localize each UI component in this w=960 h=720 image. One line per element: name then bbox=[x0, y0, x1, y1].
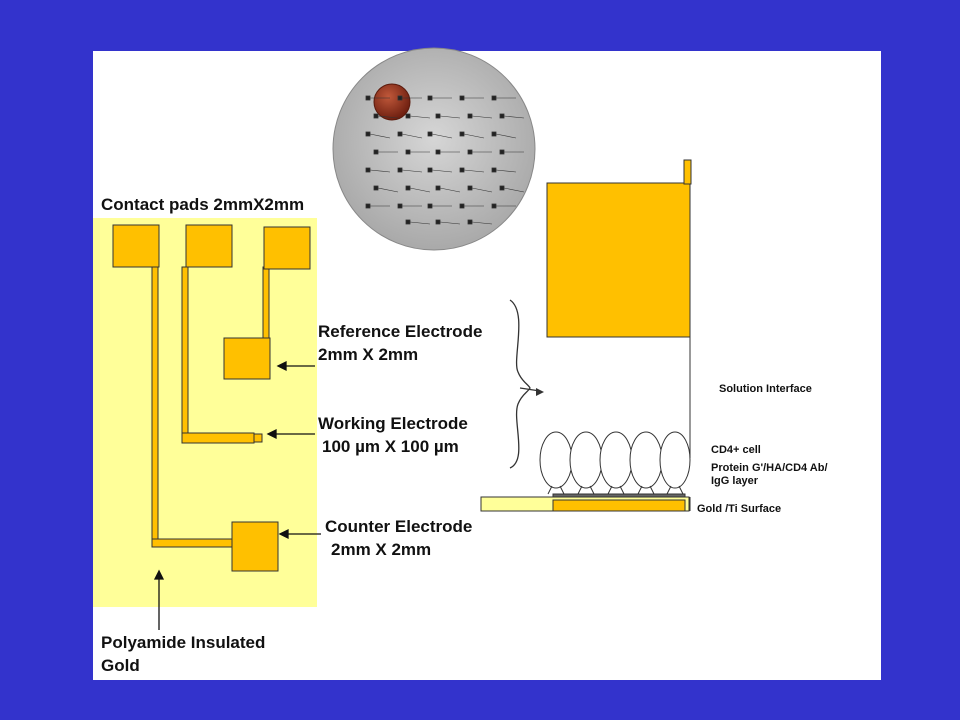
arrows bbox=[153, 360, 321, 630]
wafer-trace bbox=[503, 187, 525, 193]
wafer-trace bbox=[463, 169, 485, 173]
wafer-pad bbox=[427, 95, 433, 101]
wafer-pad bbox=[499, 185, 505, 191]
wafer-pad bbox=[467, 113, 473, 119]
wafer-trace bbox=[471, 187, 493, 193]
wafer-pad bbox=[435, 219, 441, 225]
contact-pad-3 bbox=[263, 226, 311, 270]
penny-icon bbox=[373, 83, 411, 121]
wafer-pad bbox=[435, 149, 441, 155]
polyamide-label: Polyamide Insulated bbox=[101, 633, 266, 652]
counter-electrode-size: 2mm X 2mm bbox=[331, 540, 432, 559]
wafer-trace bbox=[369, 169, 391, 173]
counter-electrode-label: Counter Electrode bbox=[325, 517, 473, 536]
working-electrode-label: Working Electrode bbox=[318, 414, 468, 433]
wafer-trace bbox=[431, 169, 453, 173]
wafer-disc bbox=[332, 47, 536, 251]
wafer-trace bbox=[409, 187, 431, 193]
wafer-pad bbox=[491, 167, 497, 173]
wafer-trace bbox=[439, 187, 461, 193]
working-electrode bbox=[253, 433, 263, 443]
wafer-pad bbox=[427, 167, 433, 173]
wafer-pad bbox=[365, 167, 371, 173]
wafer-trace bbox=[377, 115, 399, 119]
wafer-pad bbox=[435, 113, 441, 119]
wafer-pad bbox=[459, 131, 465, 137]
wafer-trace bbox=[471, 221, 493, 225]
side-top-gold-block bbox=[546, 182, 691, 338]
wafer-pad bbox=[435, 185, 441, 191]
wafer-trace bbox=[463, 133, 485, 139]
side-view-diagram bbox=[480, 159, 692, 512]
cd4-cells bbox=[539, 431, 691, 489]
wafer-pad bbox=[405, 149, 411, 155]
wafer-pad bbox=[365, 95, 371, 101]
contact-pad-1 bbox=[112, 224, 160, 268]
wafer-trace bbox=[471, 115, 493, 119]
wafer-pad bbox=[459, 95, 465, 101]
side-top-tab bbox=[683, 159, 692, 185]
wafer-pad bbox=[499, 149, 505, 155]
wafer-pad bbox=[491, 131, 497, 137]
wafer-trace bbox=[439, 115, 461, 119]
wafer-pad bbox=[405, 219, 411, 225]
wafer-pad bbox=[491, 203, 497, 209]
reference-electrode-size: 2mm X 2mm bbox=[318, 345, 419, 364]
wafer-pad bbox=[467, 219, 473, 225]
antibody-stems bbox=[547, 485, 684, 495]
wafer-trace bbox=[409, 115, 431, 119]
contact-pad-2 bbox=[185, 224, 233, 268]
wafer-trace bbox=[431, 133, 453, 139]
wafer-trace bbox=[495, 133, 517, 139]
reference-electrode-label: Reference Electrode bbox=[318, 322, 483, 341]
wafer-pad bbox=[499, 113, 505, 119]
counter-electrode bbox=[231, 521, 279, 572]
wafer-photo bbox=[332, 47, 536, 251]
wafer-pad bbox=[467, 185, 473, 191]
wafer-trace bbox=[495, 169, 517, 173]
wafer-trace bbox=[409, 221, 431, 225]
wafer-pad bbox=[397, 203, 403, 209]
wafer-pad bbox=[397, 167, 403, 173]
reference-electrode bbox=[223, 337, 271, 380]
wafer-pad bbox=[427, 203, 433, 209]
wafer-trace bbox=[401, 133, 423, 139]
wafer-trace bbox=[401, 169, 423, 173]
wafer-pad bbox=[405, 185, 411, 191]
wafer-pad bbox=[373, 149, 379, 155]
wafer-pad bbox=[373, 185, 379, 191]
wafer-pad bbox=[397, 131, 403, 137]
wafer-trace bbox=[503, 115, 525, 119]
cd4-cell-label: CD4+ cell bbox=[711, 444, 761, 456]
curly-brace bbox=[509, 299, 531, 469]
wafer-pad bbox=[427, 131, 433, 137]
working-electrode-size: 100 µm X 100 µm bbox=[322, 437, 459, 456]
wafer-trace bbox=[439, 221, 461, 225]
wafer-pad bbox=[491, 95, 497, 101]
wafer-pad bbox=[365, 203, 371, 209]
wafer-pad bbox=[373, 113, 379, 119]
contact-pads-label: Contact pads 2mmX2mm bbox=[101, 195, 305, 214]
wafer-pad bbox=[405, 113, 411, 119]
polyamide-label-line2: Gold bbox=[101, 656, 140, 675]
solution-interface-label: Solution Interface bbox=[719, 383, 812, 395]
wafer-trace bbox=[369, 133, 391, 139]
protein-layer-label: Protein G'/HA/CD4 Ab/ bbox=[711, 462, 828, 474]
wafer-electrode-pattern bbox=[365, 95, 525, 225]
gold-surface-label: Gold /Ti Surface bbox=[697, 503, 782, 515]
protein-layer-label-line2: IgG layer bbox=[711, 475, 759, 487]
trace-lines bbox=[151, 266, 270, 548]
wafer-pad bbox=[397, 95, 403, 101]
wafer-pad bbox=[459, 203, 465, 209]
wafer-trace bbox=[377, 187, 399, 193]
wafer-pad bbox=[467, 149, 473, 155]
wafer-pad bbox=[365, 131, 371, 137]
wafer-pad bbox=[459, 167, 465, 173]
gold-ti-surface bbox=[552, 499, 686, 512]
